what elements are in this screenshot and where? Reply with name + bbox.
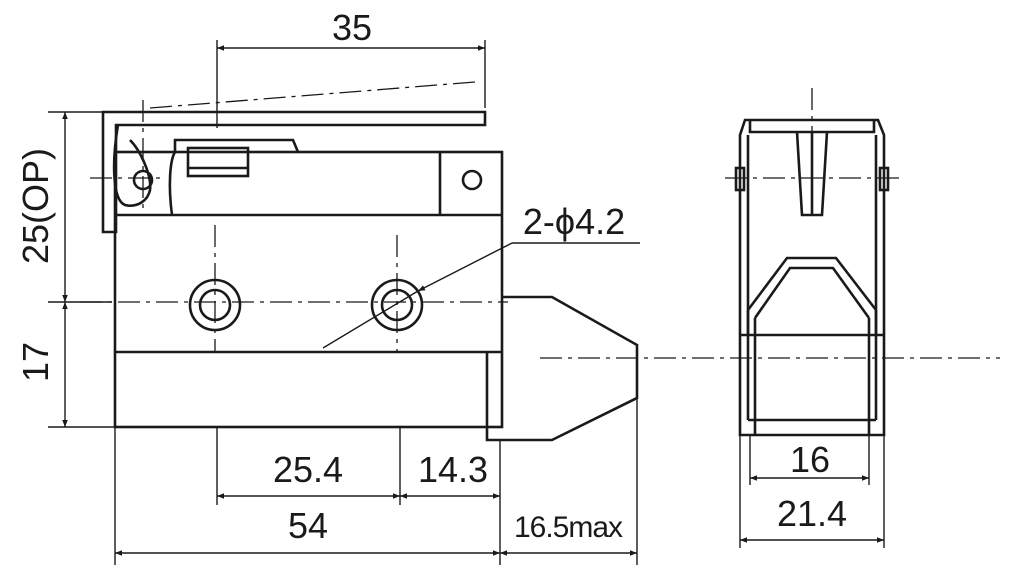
- dim-17-label: 17: [15, 342, 56, 382]
- side-ear-right: [878, 166, 890, 192]
- dim-16-5max-label: 16.5max: [514, 511, 623, 544]
- dim-21-4-label: 21.4: [777, 493, 847, 534]
- top-rim: [173, 138, 300, 153]
- side-plunger-hood: [746, 256, 878, 420]
- dim-25op-label: 25(OP): [15, 148, 56, 264]
- lever-hinge: [112, 124, 152, 207]
- lever-spring: [168, 151, 177, 216]
- dim-25-4-label: 25.4: [273, 449, 343, 490]
- front-dimensions: 35 25(OP) 17 2-ϕ4.2 25.4 14.3 54 16.5max: [15, 7, 640, 565]
- dim-16-label: 16: [790, 439, 830, 480]
- corner-hole: [461, 169, 483, 191]
- lever-arm: [101, 110, 487, 234]
- dim-holes-label: 2-ϕ4.2: [523, 201, 625, 242]
- plunger: [502, 295, 639, 442]
- lever-travel-line: [149, 81, 476, 109]
- front-view: [80, 81, 1000, 442]
- side-view: [725, 88, 900, 437]
- dim-14-3-label: 14.3: [418, 449, 488, 490]
- dim-35-label: 35: [332, 7, 372, 48]
- top-slot: [186, 146, 250, 178]
- switch-body: [113, 150, 504, 429]
- bottom-step: [485, 352, 502, 442]
- dim-54-label: 54: [288, 505, 328, 546]
- side-dimensions: 16 21.4: [739, 435, 885, 548]
- side-ear-left: [734, 166, 746, 192]
